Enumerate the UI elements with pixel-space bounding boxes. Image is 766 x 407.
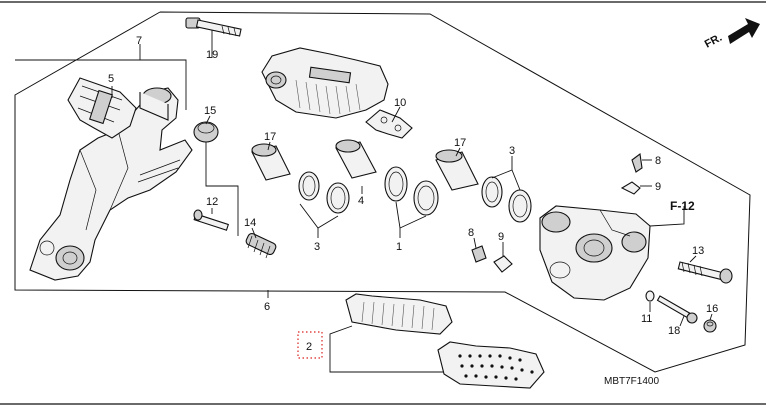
callout-9-upper: 9 (655, 181, 661, 193)
pin-plug (703, 319, 717, 333)
piston-group-left (251, 139, 439, 216)
callout-9-lower: 9 (498, 231, 504, 243)
callout-10: 10 (394, 97, 406, 109)
retainer-clip (365, 109, 413, 139)
pad-spring (67, 77, 137, 139)
pin-boot (245, 232, 277, 259)
callout-1: 1 (396, 241, 402, 253)
bleeder-valve-upper (620, 153, 643, 195)
callout-12: 12 (206, 196, 218, 208)
slide-pin (193, 209, 230, 231)
assembly-frame (14, 11, 751, 373)
direction-label: FR. (703, 32, 724, 51)
callout-19: 19 (206, 49, 218, 61)
callout-8-lower: 8 (468, 227, 474, 239)
callout-3-left: 3 (314, 241, 320, 253)
brake-pad-upper (345, 293, 453, 335)
front-direction-arrow: FR. (703, 18, 760, 51)
bleeder-valve-lower (471, 245, 513, 273)
caliper-bolt (185, 17, 242, 37)
brake-pad-lower (437, 341, 545, 389)
callout-17-left: 17 (264, 131, 276, 143)
pad-bracket-lower (329, 348, 445, 373)
piston-group-right (435, 149, 532, 223)
caliper-bracket (29, 87, 193, 281)
callout-13: 13 (692, 245, 704, 257)
callout-18: 18 (668, 325, 680, 337)
callout-11: 11 (641, 313, 652, 325)
leader-lines (15, 30, 713, 327)
bleeder-cap (193, 121, 219, 143)
callout-16: 16 (706, 303, 718, 315)
callout-8-upper: 8 (655, 155, 661, 167)
callout-3-right: 3 (509, 145, 515, 157)
callout-5: 5 (108, 73, 114, 85)
callout-4: 4 (358, 195, 364, 207)
washer-and-pin (645, 290, 698, 324)
callout-14: 14 (244, 217, 256, 229)
callout-2-highlight (297, 331, 323, 359)
callout-2: 2 (306, 341, 312, 353)
arrow-icon (728, 18, 760, 44)
callout-7: 7 (136, 35, 142, 47)
figure-code: MBT7F1400 (604, 376, 659, 387)
caliper-upper-body (261, 47, 389, 119)
reference-label: F-12 (670, 199, 695, 213)
pad-bracket (329, 325, 353, 348)
callout-17-right: 17 (454, 137, 466, 149)
callout-6: 6 (264, 301, 270, 313)
pad-pin (677, 261, 733, 284)
callout-15: 15 (204, 105, 216, 117)
caliper-body (539, 205, 651, 301)
